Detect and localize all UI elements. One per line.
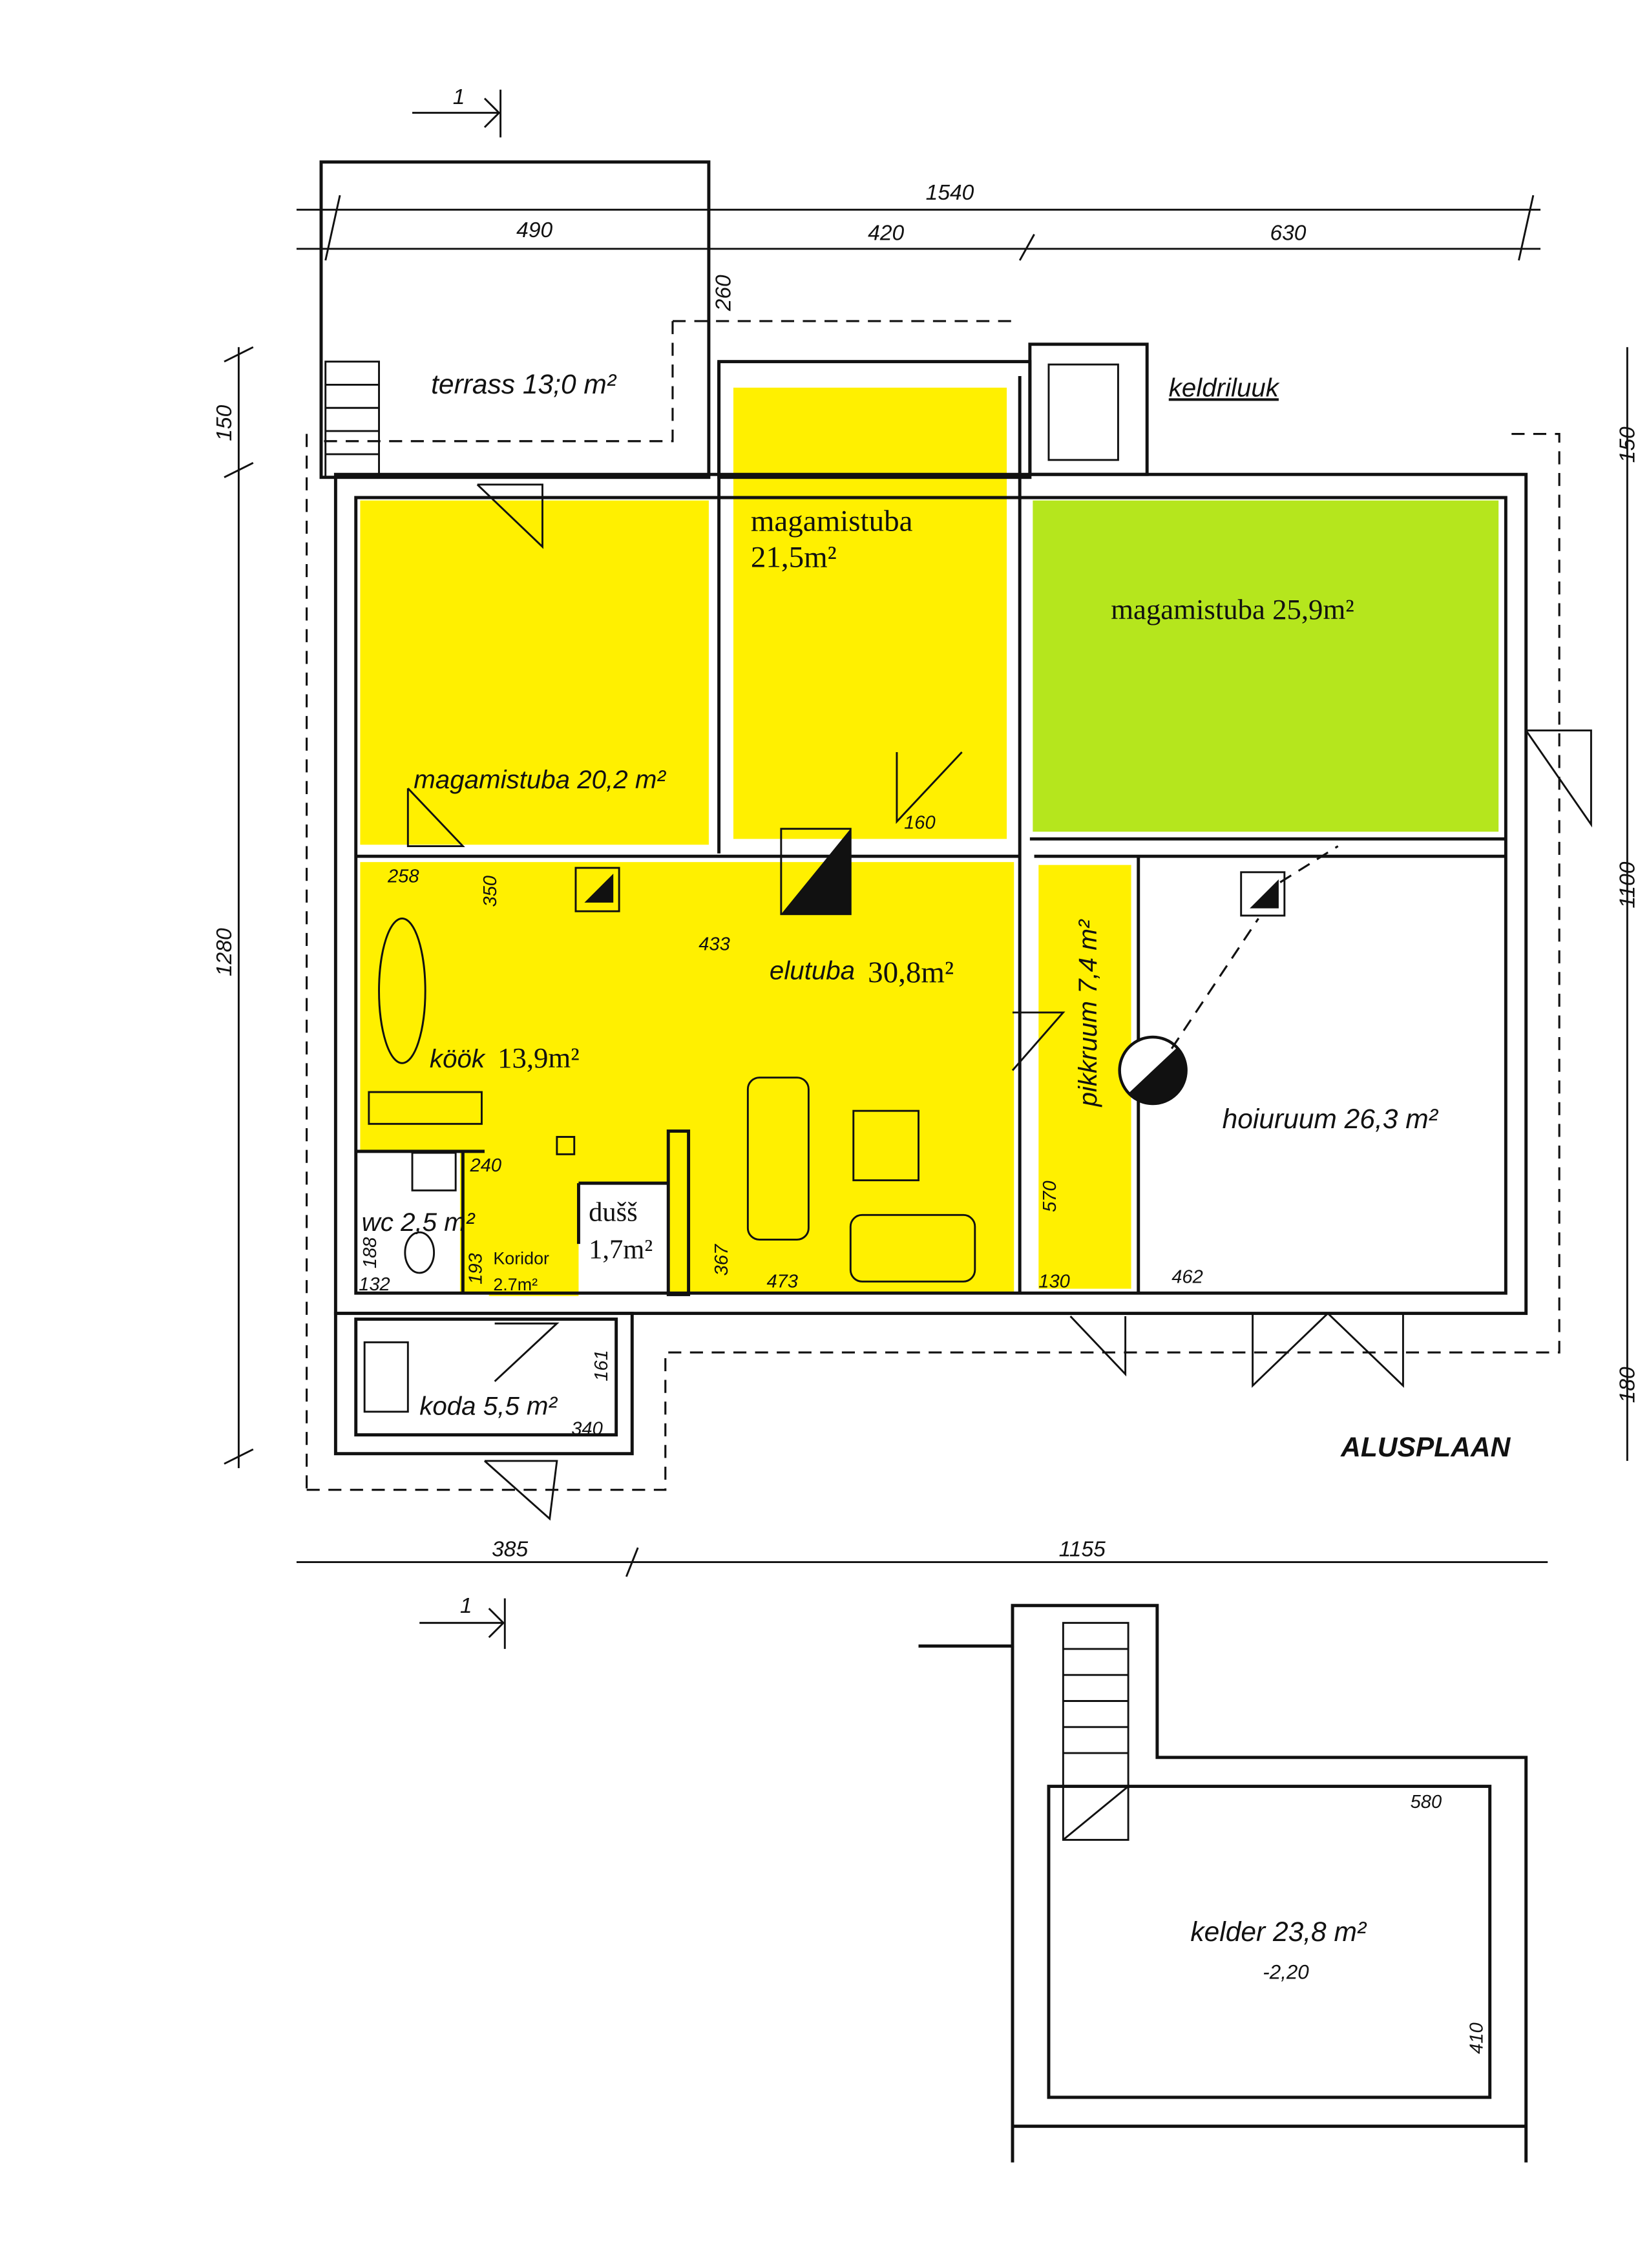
dim-top-2: 420 bbox=[868, 222, 904, 246]
dim-terrace-depth: 260 bbox=[711, 275, 735, 311]
room-magamistuba-20: magamistuba 20,2 m² bbox=[414, 765, 666, 794]
room-magamistuba-21-area: 21,5m² bbox=[751, 541, 837, 574]
dim-580: 580 bbox=[1411, 1792, 1442, 1812]
section-mark-top: 1 bbox=[453, 85, 465, 109]
room-koridor-area: 2.7m² bbox=[493, 1275, 538, 1294]
fill-pikkruum bbox=[1038, 865, 1131, 1289]
room-elutuba-name: elutuba bbox=[770, 956, 855, 985]
plan-title: ALUSPLAAN bbox=[1340, 1432, 1511, 1463]
dim-570: 570 bbox=[1040, 1181, 1060, 1212]
dim-right-1: 150 bbox=[1616, 426, 1640, 463]
dim-193: 193 bbox=[465, 1253, 486, 1285]
kelder-level: -2,20 bbox=[1263, 1960, 1309, 1983]
terrace-steps-icon bbox=[324, 361, 380, 479]
dim-350: 350 bbox=[480, 876, 501, 907]
fill-magamistuba-20 bbox=[360, 500, 709, 845]
dim-161: 161 bbox=[591, 1350, 612, 1381]
dim-160: 160 bbox=[904, 813, 936, 834]
room-hoiuruum: hoiuruum 26,3 m² bbox=[1223, 1104, 1439, 1135]
room-kelder: kelder 23,8 m² bbox=[1190, 1916, 1367, 1948]
dim-bottom-1: 385 bbox=[492, 1538, 528, 1562]
fill-koridor bbox=[488, 1244, 579, 1296]
dim-473: 473 bbox=[766, 1271, 798, 1292]
dim-132: 132 bbox=[359, 1274, 390, 1295]
fill-magamistuba-25 bbox=[1033, 500, 1499, 832]
dim-130: 130 bbox=[1038, 1271, 1070, 1292]
dim-258: 258 bbox=[387, 866, 419, 887]
dim-367: 367 bbox=[711, 1243, 732, 1276]
room-terrass: terrass 13;0 m² bbox=[431, 369, 617, 400]
room-elutuba-area: 30,8m² bbox=[868, 956, 954, 989]
room-koridor-name: Koridor bbox=[493, 1248, 549, 1268]
room-kook-area: 13,9m² bbox=[498, 1042, 580, 1074]
dim-340: 340 bbox=[571, 1419, 603, 1440]
dim-188: 188 bbox=[360, 1237, 381, 1268]
room-koda: koda 5,5 m² bbox=[419, 1391, 558, 1420]
dim-left-2: 1280 bbox=[213, 928, 236, 976]
room-keldriluuk: keldriluuk bbox=[1169, 373, 1280, 402]
dim-overall-width: 1540 bbox=[926, 181, 974, 205]
room-magamistuba-25: magamistuba 25,9m² bbox=[1111, 593, 1354, 625]
room-magamistuba-21-name: magamistuba bbox=[751, 505, 913, 538]
walls bbox=[306, 160, 1592, 1521]
fill-duss bbox=[578, 1183, 669, 1296]
fill-magamistuba-21 bbox=[733, 387, 1007, 839]
dim-410: 410 bbox=[1467, 2022, 1487, 2054]
dim-240: 240 bbox=[470, 1155, 502, 1176]
kelder-stairs-icon bbox=[1062, 1622, 1129, 1841]
dim-right-2: 1100 bbox=[1616, 861, 1640, 908]
room-kook-name: köök bbox=[430, 1044, 486, 1073]
room-pikkruum: pikkruum 7,4 m² bbox=[1073, 919, 1102, 1107]
room-duss-area: 1,7m² bbox=[589, 1235, 653, 1265]
dimension-lines bbox=[224, 89, 1628, 1649]
dim-462: 462 bbox=[1171, 1267, 1203, 1288]
dim-top-1: 490 bbox=[516, 218, 552, 242]
room-wc: wc 2,5 m² bbox=[362, 1208, 476, 1237]
fill-wc bbox=[354, 1151, 460, 1296]
room-fills bbox=[354, 387, 1499, 1296]
section-mark-bottom: 1 bbox=[460, 1594, 472, 1618]
kelder-plan bbox=[918, 1604, 1528, 2163]
room-duss-name: dušš bbox=[589, 1197, 638, 1227]
dim-left-1: 150 bbox=[213, 404, 236, 441]
dim-433: 433 bbox=[698, 934, 730, 955]
dim-top-3: 630 bbox=[1270, 222, 1306, 246]
dim-bottom-2: 1155 bbox=[1059, 1538, 1106, 1562]
dim-right-3: 180 bbox=[1616, 1367, 1640, 1403]
